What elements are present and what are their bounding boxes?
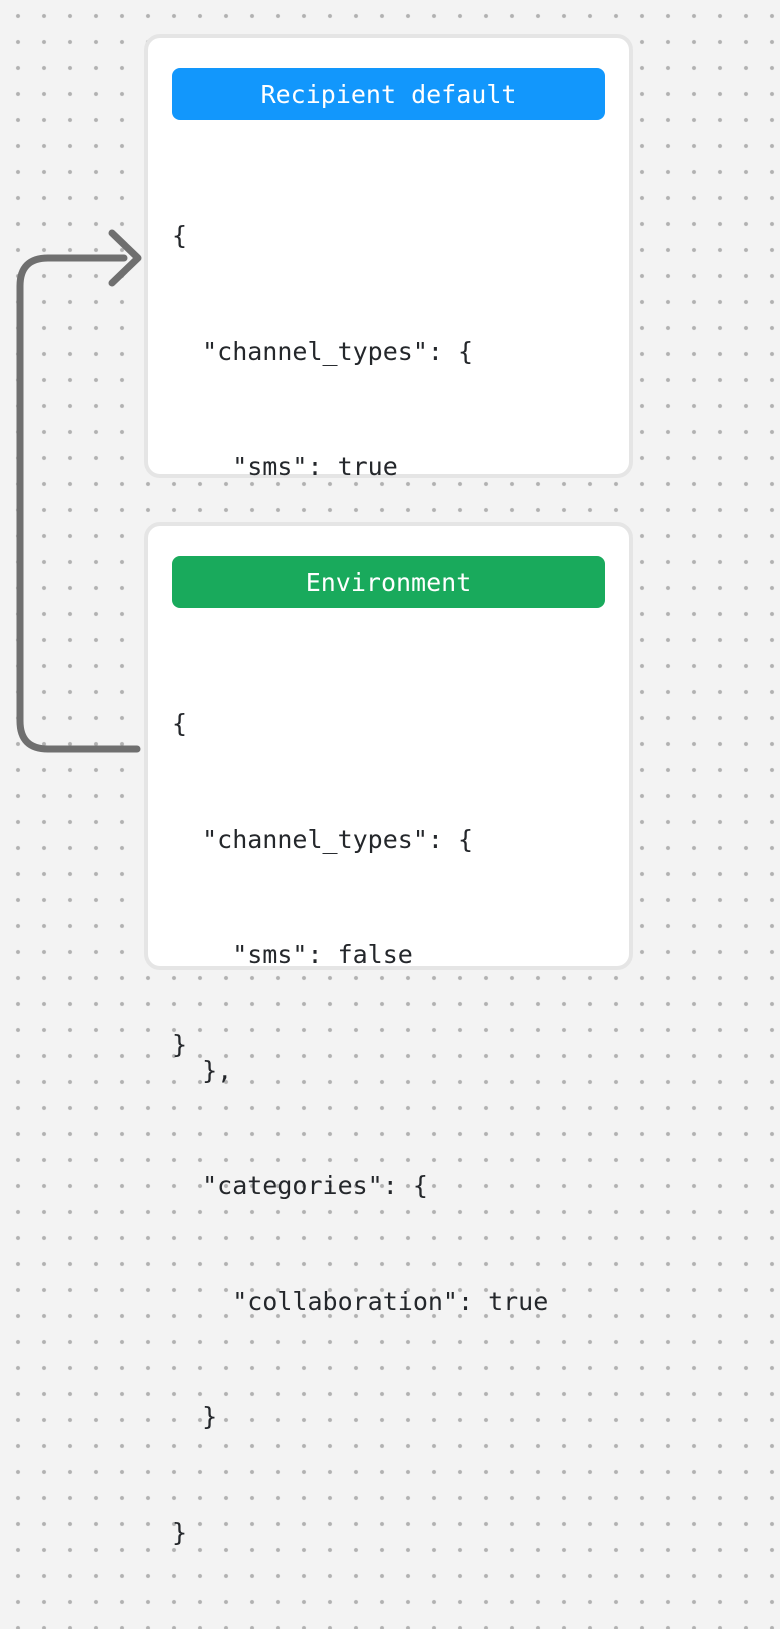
code-line: "channel_types": {: [172, 824, 474, 854]
code-line: {: [172, 221, 188, 250]
canvas: { "colors": { "background": "#f3f3f3", "…: [0, 0, 780, 1547]
code-line: "categories": {: [172, 1171, 428, 1200]
arrowhead-icon: [108, 229, 142, 287]
code-line: {: [172, 709, 188, 738]
code-line: "sms": false: [172, 940, 413, 969]
code-line: "sms": true: [172, 452, 398, 481]
environment-code-block: { "channel_types": { "sms": false }, "ca…: [172, 628, 605, 1629]
code-line: }: [172, 1517, 188, 1547]
card-recipient-default: Recipient default { "channel_types": { "…: [144, 34, 633, 1059]
recipient-default-header-badge: Recipient default: [172, 68, 605, 120]
code-line: }: [172, 1402, 218, 1431]
code-line: },: [172, 1055, 233, 1085]
card-environment: Environment { "channel_types": { "sms": …: [144, 522, 633, 1547]
code-line: "channel_types": {: [172, 336, 474, 366]
environment-header-badge: Environment: [172, 556, 605, 608]
code-line: "collaboration": true: [172, 1286, 549, 1316]
